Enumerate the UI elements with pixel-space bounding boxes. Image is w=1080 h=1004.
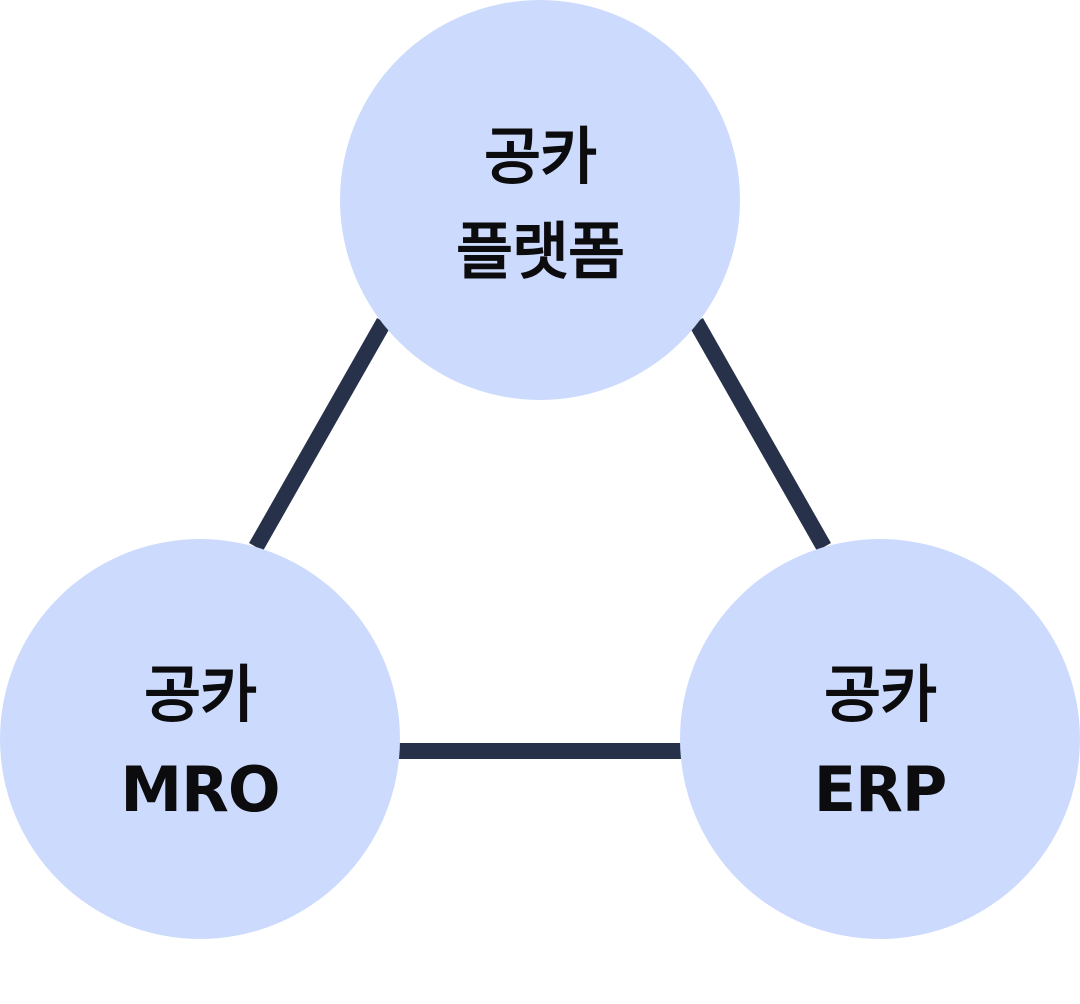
node-erp: 공카 ERP [680, 539, 1080, 939]
node-platform-circle [340, 0, 740, 400]
edge-top-right [689, 318, 831, 551]
node-erp-label-line1: 공카 [824, 658, 937, 731]
node-mro-label-line2: MRO [120, 753, 279, 826]
node-erp-circle [680, 539, 1080, 939]
edge-top-left [249, 318, 391, 551]
node-platform: 공카 플랫폼 [340, 0, 740, 400]
node-mro-label-line1: 공카 [144, 658, 257, 731]
node-mro: 공카 MRO [0, 539, 400, 939]
node-platform-label-line1: 공카 [484, 120, 597, 193]
node-erp-label-line2: ERP [814, 753, 947, 826]
node-mro-circle [0, 539, 400, 939]
node-platform-label-line2: 플랫폼 [456, 215, 624, 288]
